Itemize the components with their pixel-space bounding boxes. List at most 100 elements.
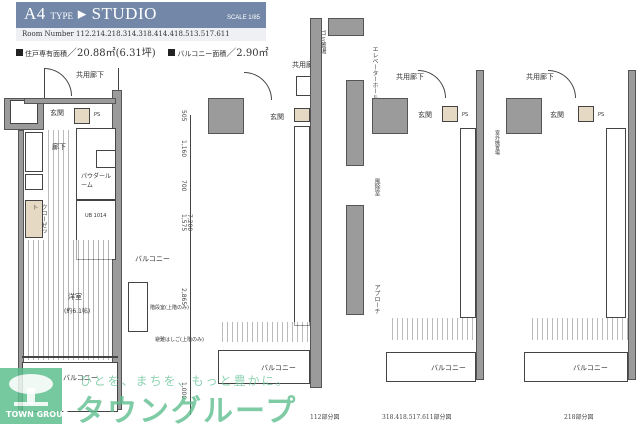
east-wall bbox=[628, 70, 636, 380]
dim-505: 505 bbox=[180, 110, 187, 122]
closet: クローゼット bbox=[25, 200, 47, 238]
balcony-area: バルコニー bbox=[218, 350, 310, 384]
door-frame bbox=[118, 68, 119, 98]
room-number-label: Room Number bbox=[22, 30, 74, 38]
entrance-label: 玄関 bbox=[50, 109, 64, 117]
stair-note: 階段室(上階のみ) bbox=[150, 305, 189, 311]
scale-label: SCALE 1/85 bbox=[226, 15, 260, 21]
dim-1160: 1,160 bbox=[180, 140, 187, 158]
variant-caption: 318.418.517.611部分図 bbox=[382, 414, 452, 421]
structure-column bbox=[346, 205, 364, 315]
hallway-floor bbox=[44, 130, 72, 240]
variant-plan-112: 共用廊下 玄関 エレベーターホール 風除室 アプローチ ゴミ置場 バルコニー 1… bbox=[200, 0, 380, 424]
approach-label: アプローチ bbox=[373, 284, 380, 314]
corridor-label: 共用廊下 bbox=[76, 71, 104, 79]
plan-header: A4 TYPE ▸ STUDIO SCALE 1/85 bbox=[16, 2, 266, 28]
balcony-label: バルコニー bbox=[573, 364, 608, 372]
corridor-label: 共用廊下 bbox=[396, 73, 424, 81]
balcony-label: バルコニー bbox=[63, 374, 98, 382]
ps-label: PS bbox=[94, 112, 101, 118]
structure-top bbox=[328, 18, 364, 36]
balcony-label: バルコニー bbox=[431, 364, 466, 372]
room-numbers: 112.214.218.314.318.414.418.513.517.611 bbox=[76, 30, 230, 38]
meter-box bbox=[10, 100, 38, 124]
entry-door-swing bbox=[418, 70, 446, 98]
tree-logo-icon bbox=[9, 374, 53, 406]
meter-box-wall bbox=[506, 98, 542, 134]
ps-label: PS bbox=[462, 112, 469, 118]
door-frame bbox=[44, 68, 45, 98]
plan-type-title: A4 TYPE ▸ STUDIO bbox=[24, 4, 157, 24]
floor-area-value: ／20.88㎡(6.31坪) bbox=[67, 48, 156, 59]
ps-label: PS bbox=[598, 112, 605, 118]
trash-label: ゴミ置場 bbox=[319, 30, 326, 54]
brand-name: タウングループ bbox=[75, 394, 298, 429]
type-code: A4 bbox=[24, 4, 46, 23]
entrance-label: 玄関 bbox=[270, 113, 284, 121]
shoe-storage bbox=[442, 106, 458, 122]
western-room-floor bbox=[24, 240, 112, 360]
western-room-label: 洋室 bbox=[68, 293, 82, 301]
entry-door-swing bbox=[44, 68, 72, 96]
variant-plan-318: 共用廊下 玄関 PS バルコニー 318.418.517.611部分図 bbox=[368, 0, 498, 424]
room-number-row: Room Number 112.214.218.314.318.414.418.… bbox=[16, 28, 266, 41]
ub-label: UB 1014 bbox=[85, 213, 107, 219]
balcony-label-side: バルコニー bbox=[135, 255, 170, 263]
bullet-square-icon bbox=[16, 49, 23, 56]
window-sill bbox=[218, 322, 310, 342]
elevator-hall-label: エレベーターホール bbox=[371, 46, 378, 100]
refrigerator-space bbox=[25, 174, 43, 190]
entry-door-swing bbox=[548, 70, 576, 98]
balcony-area: バルコニー bbox=[386, 352, 476, 382]
north-wall bbox=[24, 98, 116, 104]
sash-line bbox=[22, 356, 118, 358]
town-group-logo bbox=[0, 368, 62, 424]
western-room-size: (約6.1帖) bbox=[64, 308, 91, 315]
dim-700: 700 bbox=[180, 180, 187, 192]
washer-space bbox=[96, 150, 116, 168]
window-sill bbox=[388, 318, 476, 340]
dim-1575: 1,575 bbox=[180, 214, 187, 232]
brand-slogan: ひとを、まちを、もっと豊かに。 bbox=[80, 374, 290, 388]
main-floor-plan: 共用廊下 玄関 PS 廊下 クローゼット パウダールーム UB 1014 洋室 … bbox=[0, 60, 204, 424]
dim-7200: 7,200 bbox=[186, 214, 193, 232]
dim-1000: 1,000 bbox=[180, 382, 187, 400]
hallway-label: 廊下 bbox=[52, 143, 66, 151]
floor-area-label: 住戸専有面積 bbox=[25, 50, 67, 58]
dimension-line bbox=[190, 115, 191, 415]
shoe-storage bbox=[294, 108, 310, 122]
shoe-storage bbox=[578, 106, 594, 122]
wet-area bbox=[606, 128, 626, 318]
powder-room-label: パウダールーム bbox=[81, 173, 112, 189]
east-wall bbox=[310, 18, 322, 388]
balcony-area-label: バルコニー面積 bbox=[177, 50, 227, 58]
wet-area bbox=[460, 128, 476, 318]
balcony-area: バルコニー bbox=[524, 352, 628, 382]
entry-door-swing bbox=[244, 72, 272, 100]
ladder-note: 避難はしご(上階のみ) bbox=[155, 337, 204, 343]
variant-caption: 112部分図 bbox=[310, 414, 340, 421]
stair-room bbox=[128, 282, 148, 332]
bullet-square-icon bbox=[168, 49, 176, 56]
corridor-label: 共用廊下 bbox=[292, 61, 320, 69]
plan-name: ▸ STUDIO bbox=[77, 4, 157, 23]
structure-column bbox=[346, 80, 364, 166]
side-note: 室外機置場 bbox=[494, 130, 500, 155]
window-sill bbox=[528, 318, 628, 340]
meter-box-wall bbox=[372, 98, 408, 134]
closet-label: クローゼット bbox=[31, 204, 47, 234]
corridor-label: 共用廊下 bbox=[526, 73, 554, 81]
balcony-label: バルコニー bbox=[261, 364, 296, 372]
type-suffix: TYPE bbox=[50, 11, 74, 21]
kitchen-stove bbox=[25, 132, 43, 172]
entrance-label: 玄関 bbox=[418, 111, 432, 119]
logo-text: TOWN GROUP bbox=[6, 410, 69, 419]
wet-area bbox=[294, 126, 310, 326]
meter-box-wall bbox=[208, 98, 244, 134]
shoe-storage bbox=[74, 108, 90, 124]
wind-room-label: 風除室 bbox=[373, 178, 380, 196]
variant-plan-218: 共用廊下 玄関 PS 室外機置場 バルコニー 218部分図 bbox=[494, 0, 640, 424]
entrance-label: 玄関 bbox=[550, 111, 564, 119]
balcony-area-value: ／2.90㎡ bbox=[226, 48, 269, 59]
dim-2865: 2,865 bbox=[180, 288, 187, 306]
